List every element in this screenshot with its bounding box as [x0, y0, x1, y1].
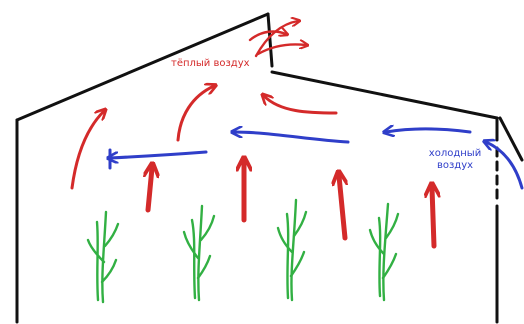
plant-4	[370, 204, 398, 300]
warm-arrow-rising-4	[432, 188, 434, 246]
cold-air-label: холодный воздух	[420, 148, 490, 172]
plant-1	[88, 212, 118, 302]
plant-3	[278, 200, 306, 300]
cold-arrow-right	[386, 129, 470, 132]
cold-air-label-line-2: воздух	[420, 160, 490, 172]
warm-air-label: тёплый воздух	[171, 58, 250, 70]
cold-arrow-left	[110, 152, 206, 158]
warm-arrow-rising-3	[339, 176, 345, 238]
warm-arrow-left-wall	[72, 111, 104, 188]
warm-arrow-rising-1	[148, 168, 152, 210]
roof-vent-flap	[268, 14, 272, 66]
warm-arrow-under-ridge	[264, 96, 336, 113]
cold-arrow-middle	[234, 132, 348, 142]
warm-arrow-center-up	[178, 86, 214, 140]
warm-arrow-exit-3	[258, 44, 306, 54]
plant-2	[184, 206, 214, 300]
cold-air-label-line-1: холодный	[420, 148, 490, 160]
